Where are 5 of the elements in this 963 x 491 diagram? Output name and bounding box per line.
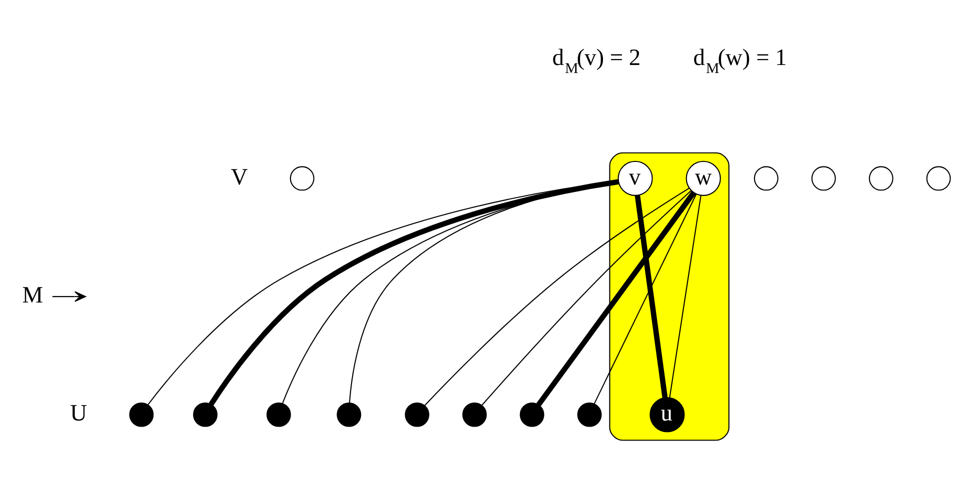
label: V [230,164,248,190]
label: d$_{M}$(v) = 2 [552,44,640,77]
node-text: M [22,282,43,308]
label: d$_{M}$(w) = 1 [692,44,786,77]
label: U [70,400,87,426]
